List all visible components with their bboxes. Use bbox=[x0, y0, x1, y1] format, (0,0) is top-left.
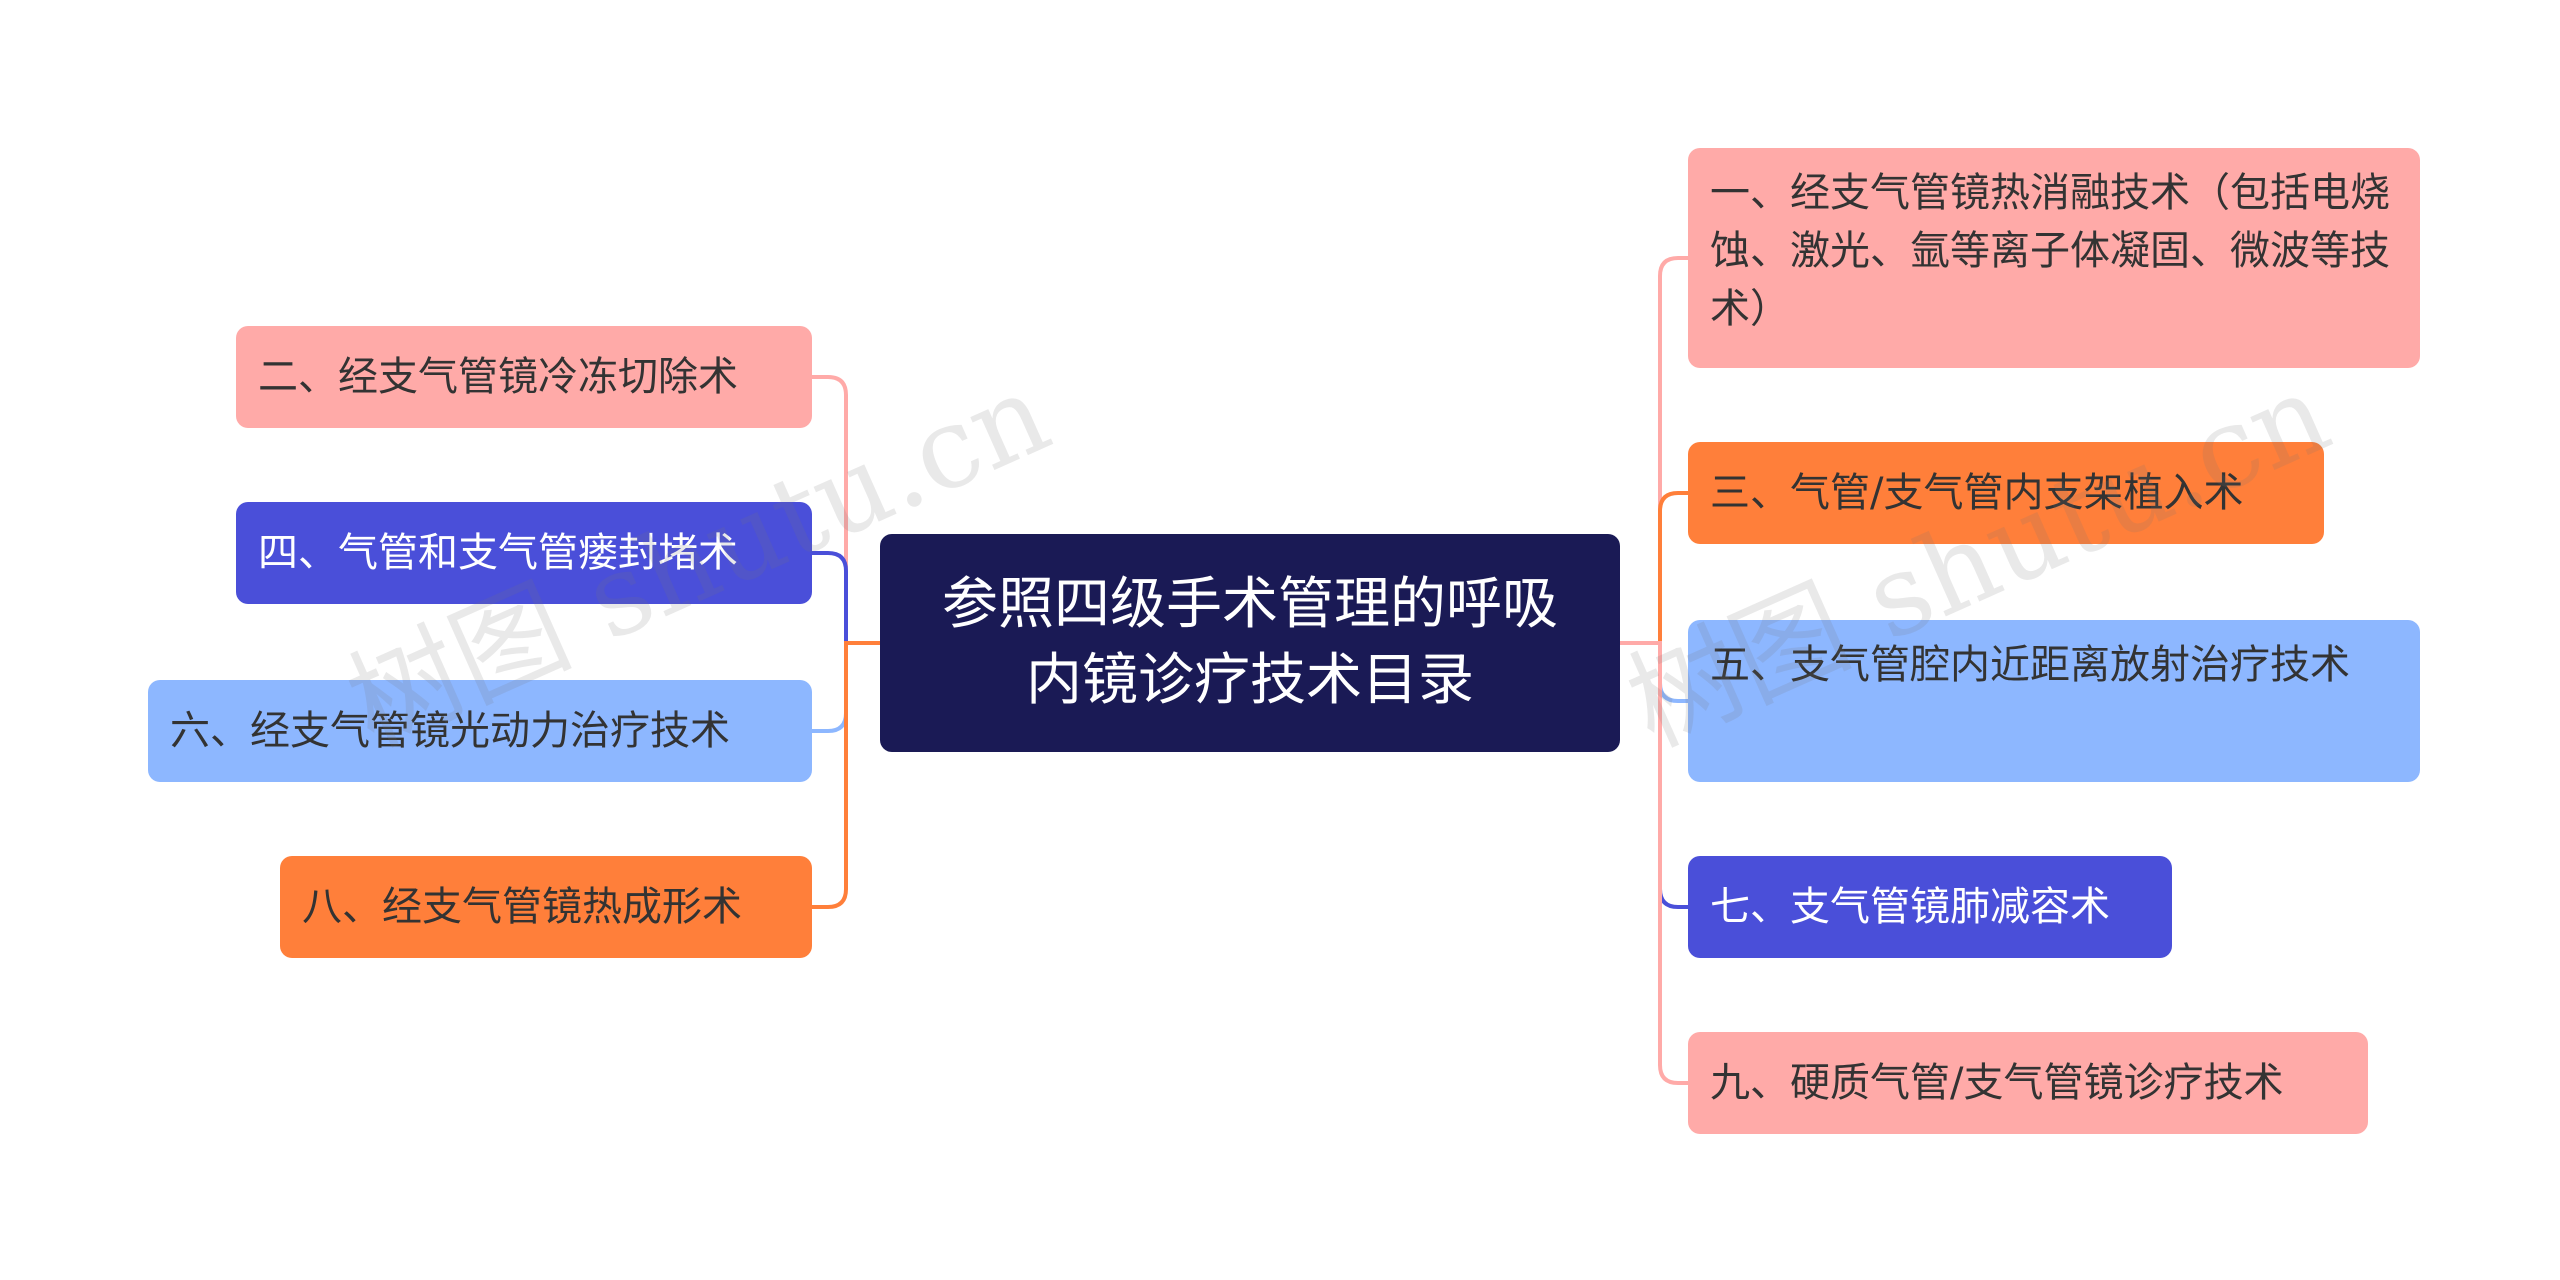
branch-label: 五、支气管腔内近距离放射治疗技术 bbox=[1710, 642, 2350, 688]
branch-left-2[interactable]: 六、经支气管镜光动力治疗技术 bbox=[148, 680, 812, 782]
branch-label: 七、支气管镜肺减容术 bbox=[1710, 884, 2110, 930]
link-left-0 bbox=[812, 375, 880, 645]
branch-right-0[interactable]: 一、经支气管镜热消融技术（包括电烧蚀、激光、氩等离子体凝固、微波等技术） bbox=[1688, 148, 2420, 368]
branch-right-4[interactable]: 九、硬质气管/支气管镜诊疗技术 bbox=[1688, 1032, 2368, 1134]
link-right-4 bbox=[1620, 641, 1688, 1085]
branch-label: 六、经支气管镜光动力治疗技术 bbox=[170, 708, 730, 754]
link-right-2 bbox=[1620, 641, 1688, 703]
link-left-1 bbox=[812, 551, 880, 645]
branch-right-3[interactable]: 七、支气管镜肺减容术 bbox=[1688, 856, 2172, 958]
branch-left-0[interactable]: 二、经支气管镜冷冻切除术 bbox=[236, 326, 812, 428]
branch-label: 四、气管和支气管瘘封堵术 bbox=[258, 530, 738, 576]
branch-label: 二、经支气管镜冷冻切除术 bbox=[258, 354, 738, 400]
branch-label: 三、气管/支气管内支架植入术 bbox=[1710, 470, 2244, 516]
root-topic-label: 参照四级手术管理的呼吸内镜诊疗技术目录 bbox=[942, 572, 1558, 713]
link-left-3 bbox=[812, 641, 880, 909]
branch-label: 一、经支气管镜热消融技术（包括电烧蚀、激光、氩等离子体凝固、微波等技术） bbox=[1710, 170, 2390, 332]
branch-label: 八、经支气管镜热成形术 bbox=[302, 884, 742, 930]
branch-left-1[interactable]: 四、气管和支气管瘘封堵术 bbox=[236, 502, 812, 604]
link-right-0 bbox=[1620, 256, 1688, 645]
root-topic[interactable]: 参照四级手术管理的呼吸内镜诊疗技术目录 bbox=[880, 534, 1620, 752]
branch-label: 九、硬质气管/支气管镜诊疗技术 bbox=[1710, 1060, 2284, 1106]
link-right-3 bbox=[1620, 641, 1688, 909]
link-right-1 bbox=[1620, 491, 1688, 645]
branch-left-3[interactable]: 八、经支气管镜热成形术 bbox=[280, 856, 812, 958]
branch-right-2[interactable]: 五、支气管腔内近距离放射治疗技术 bbox=[1688, 620, 2420, 782]
branch-right-1[interactable]: 三、气管/支气管内支架植入术 bbox=[1688, 442, 2324, 544]
